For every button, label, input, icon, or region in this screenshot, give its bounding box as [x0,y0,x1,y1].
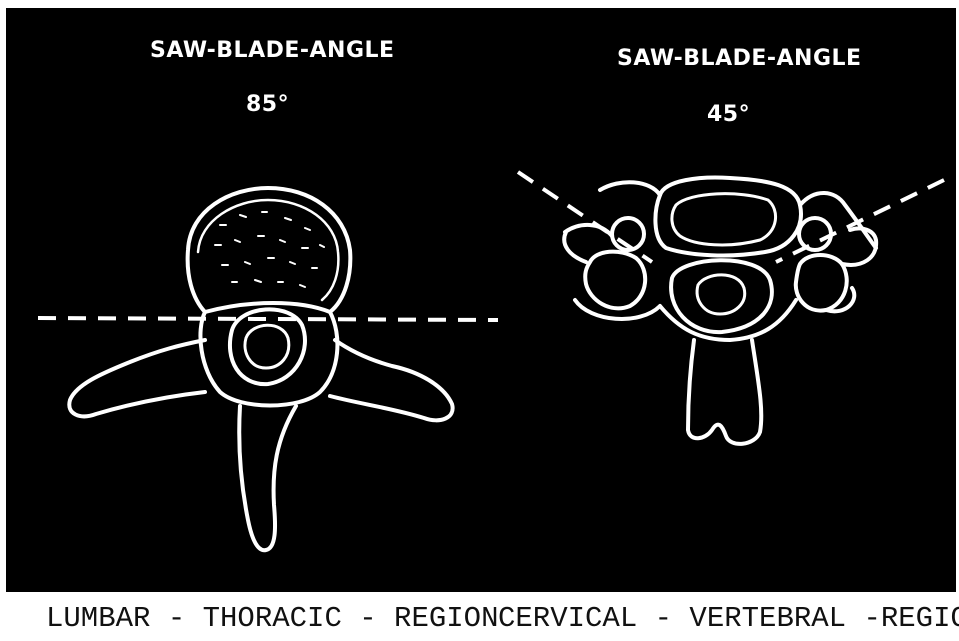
cervical-spinal-cord [697,275,745,314]
lumbar-body-texture [215,212,324,287]
lumbar-right-transverse-process [330,340,453,420]
cervical-lamina [660,300,796,340]
lumbar-vertebra [69,188,452,550]
cervical-right-transverse-foramen [799,218,831,250]
cervical-left-lateral-mass [585,252,645,309]
left-caption: LUMBAR - THORACIC - REGION [46,602,498,635]
cervical-body-inner [672,194,776,245]
lumbar-left-transverse-process [69,340,205,416]
cervical-right-lateral-mass [796,255,847,311]
cervical-spinous-process [688,340,761,444]
lumbar-spinal-cord [245,325,289,368]
lumbar-vertebral-body [188,188,351,312]
right-caption: CERVICAL - VERTEBRAL -REGION [498,602,959,635]
lumbar-spinous-process [239,406,296,550]
cervical-vertebra [564,178,876,444]
cervical-spinal-canal [671,260,772,332]
lumbar-body-inner [198,200,338,300]
lumbar-saw-blade-line [38,318,498,320]
